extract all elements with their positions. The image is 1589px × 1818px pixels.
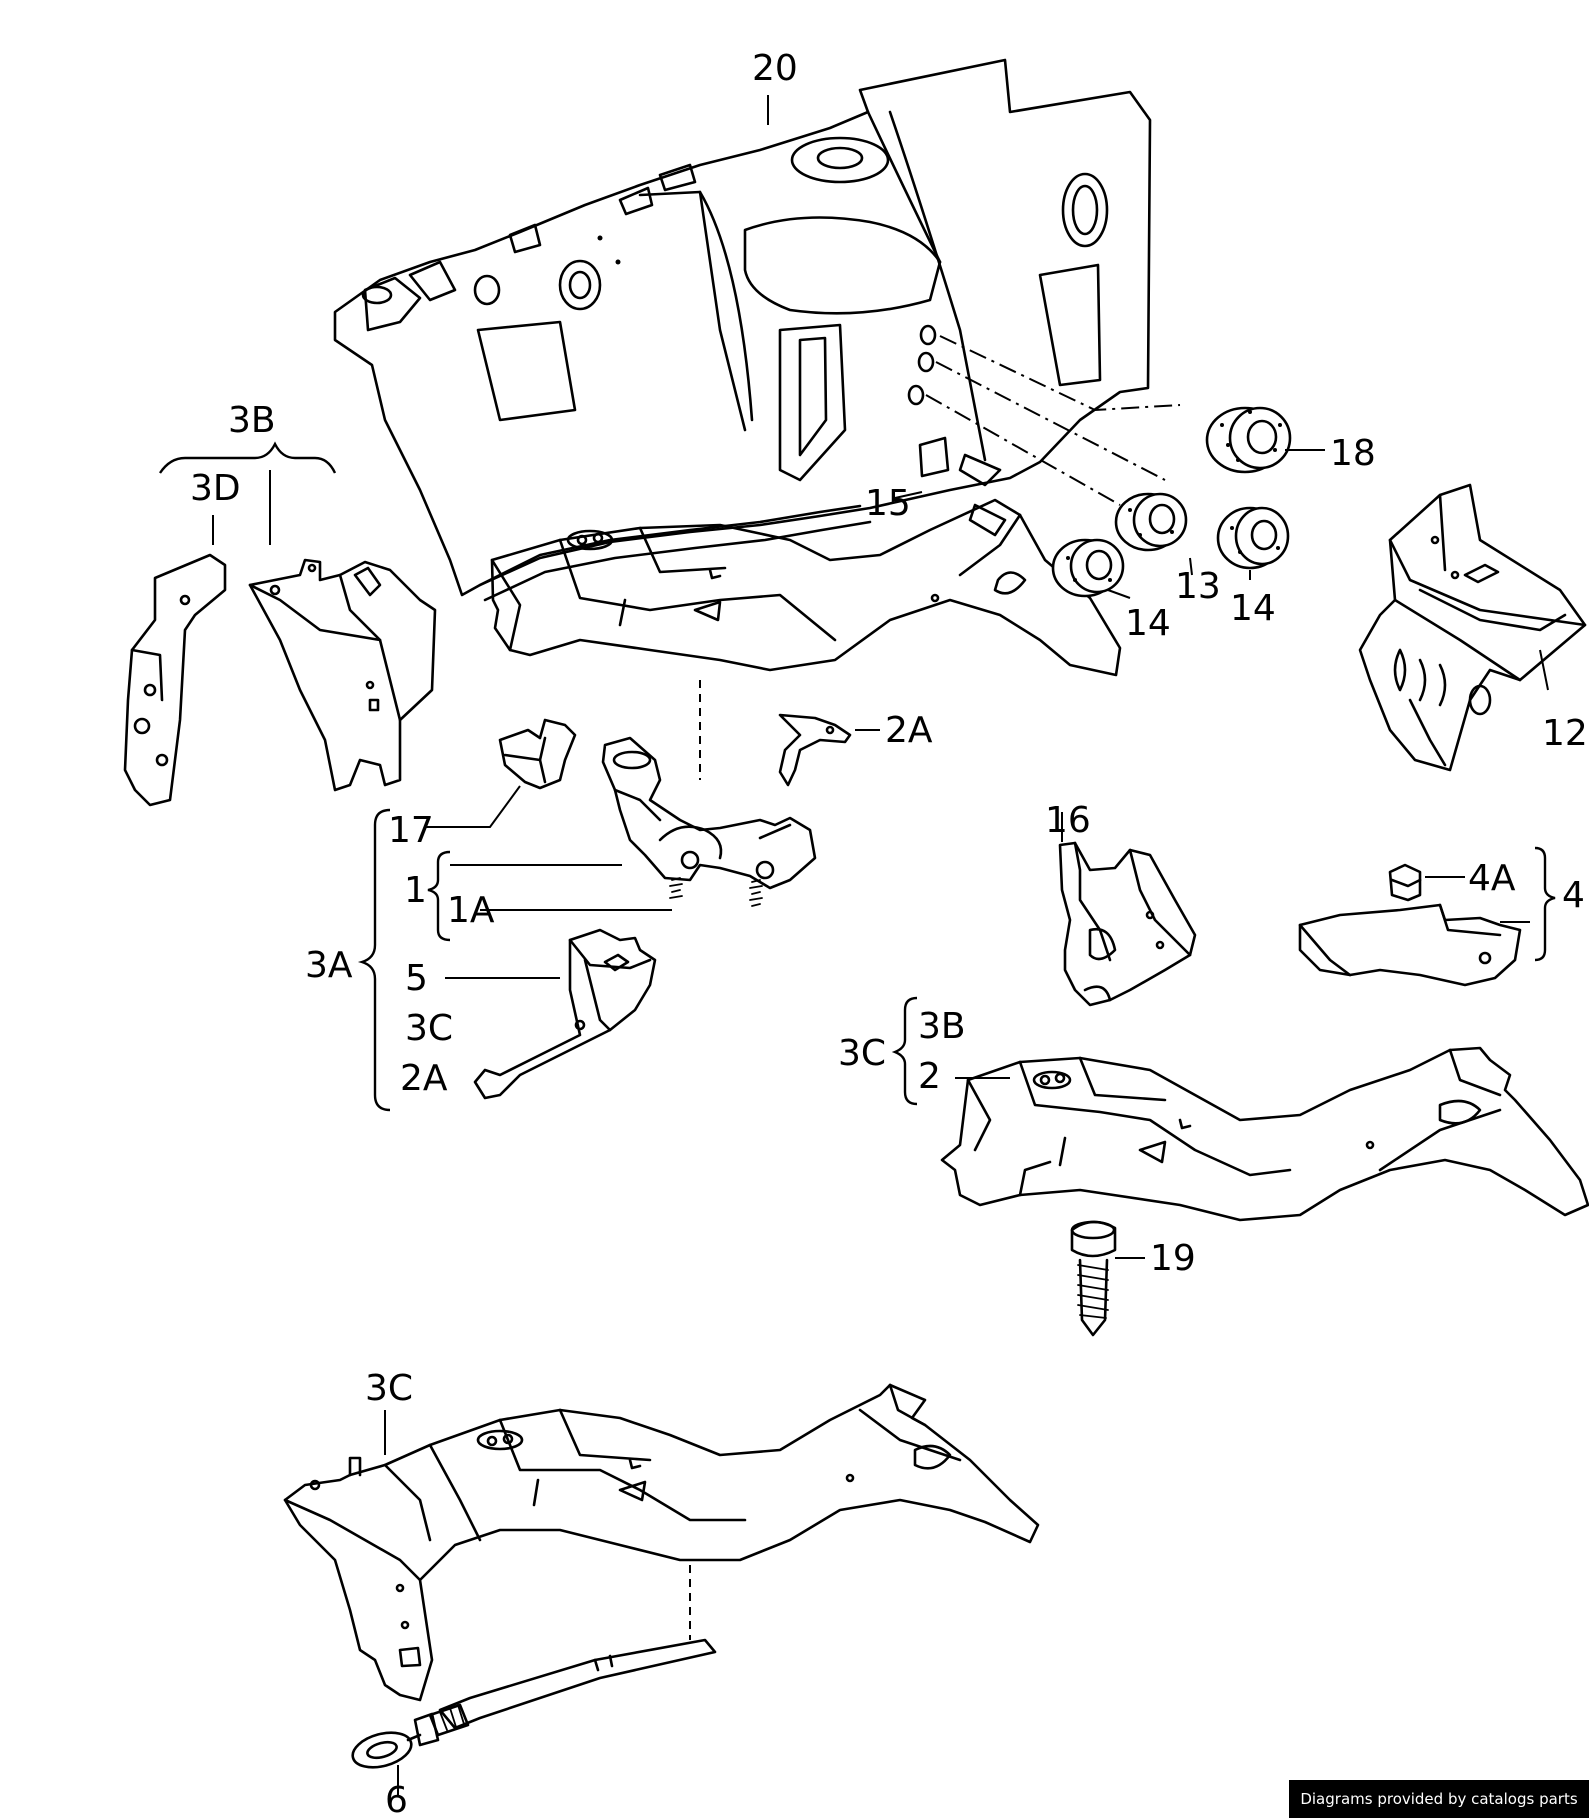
label-6: 6	[385, 1780, 408, 1818]
grommet-14-left[interactable]	[1051, 538, 1125, 598]
part-4-shield[interactable]	[1298, 903, 1522, 987]
callout-labels: 20 18 15 13 14 14 12 2A 3B 3D 17 1 1A 3A…	[190, 48, 1588, 1818]
part-16-bracket[interactable]	[1058, 841, 1197, 1007]
grommet-14-right[interactable]	[1216, 506, 1290, 570]
label-3C-bottom: 3C	[365, 1368, 413, 1409]
part-5-support[interactable]	[473, 928, 657, 1100]
part-1-engine-mount[interactable]	[601, 736, 817, 890]
label-5: 5	[405, 958, 428, 999]
label-2: 2	[918, 1056, 941, 1097]
part-2-longitudinal-member[interactable]	[940, 1046, 1589, 1222]
label-2A-top: 2A	[885, 710, 933, 751]
label-1: 1	[404, 870, 427, 911]
label-17: 17	[388, 810, 434, 851]
label-19: 19	[1150, 1238, 1196, 1279]
part-20-wheelhouse[interactable]	[333, 58, 1152, 602]
label-20: 20	[752, 48, 798, 89]
label-4A: 4A	[1468, 858, 1516, 899]
grouping-braces	[159, 441, 1556, 1112]
label-3D: 3D	[190, 468, 241, 509]
part-3C-longitudinal-assembly[interactable]	[283, 1383, 1040, 1702]
label-14-left: 14	[1125, 603, 1171, 644]
part-17-clip[interactable]	[498, 718, 577, 790]
part-6-cable[interactable]	[349, 1638, 717, 1773]
grommet-18[interactable]	[1205, 406, 1292, 474]
part-19-screw[interactable]	[1070, 1220, 1117, 1337]
diagram-credit: Diagrams provided by catalogs parts	[1289, 1780, 1589, 1818]
label-16: 16	[1045, 800, 1091, 841]
label-3A: 3A	[305, 945, 353, 986]
part-4A-nut[interactable]	[1388, 863, 1422, 902]
label-15: 15	[865, 483, 911, 524]
label-18: 18	[1330, 433, 1376, 474]
part-12-battery-tray[interactable]	[1358, 483, 1587, 772]
frame-rail-upper[interactable]	[490, 498, 1122, 677]
part-1A-bolts[interactable]	[669, 877, 763, 907]
label-13: 13	[1175, 566, 1221, 607]
label-3C-group: 3C	[838, 1033, 886, 1074]
part-2A-small-bracket[interactable]	[778, 713, 852, 787]
label-4: 4	[1562, 875, 1585, 916]
part-3B-bracket[interactable]	[248, 558, 437, 792]
label-3B-top: 3B	[228, 400, 276, 441]
grommet-13[interactable]	[1114, 492, 1188, 552]
label-3B-group: 3B	[918, 1006, 966, 1047]
label-2A-mid: 2A	[400, 1058, 448, 1099]
part-3D-bracket[interactable]	[123, 553, 227, 807]
label-12: 12	[1542, 713, 1588, 754]
label-1A: 1A	[447, 890, 495, 931]
leader-lines	[212, 95, 1549, 1795]
label-14-right: 14	[1230, 588, 1276, 629]
label-3C-mid: 3C	[405, 1008, 453, 1049]
